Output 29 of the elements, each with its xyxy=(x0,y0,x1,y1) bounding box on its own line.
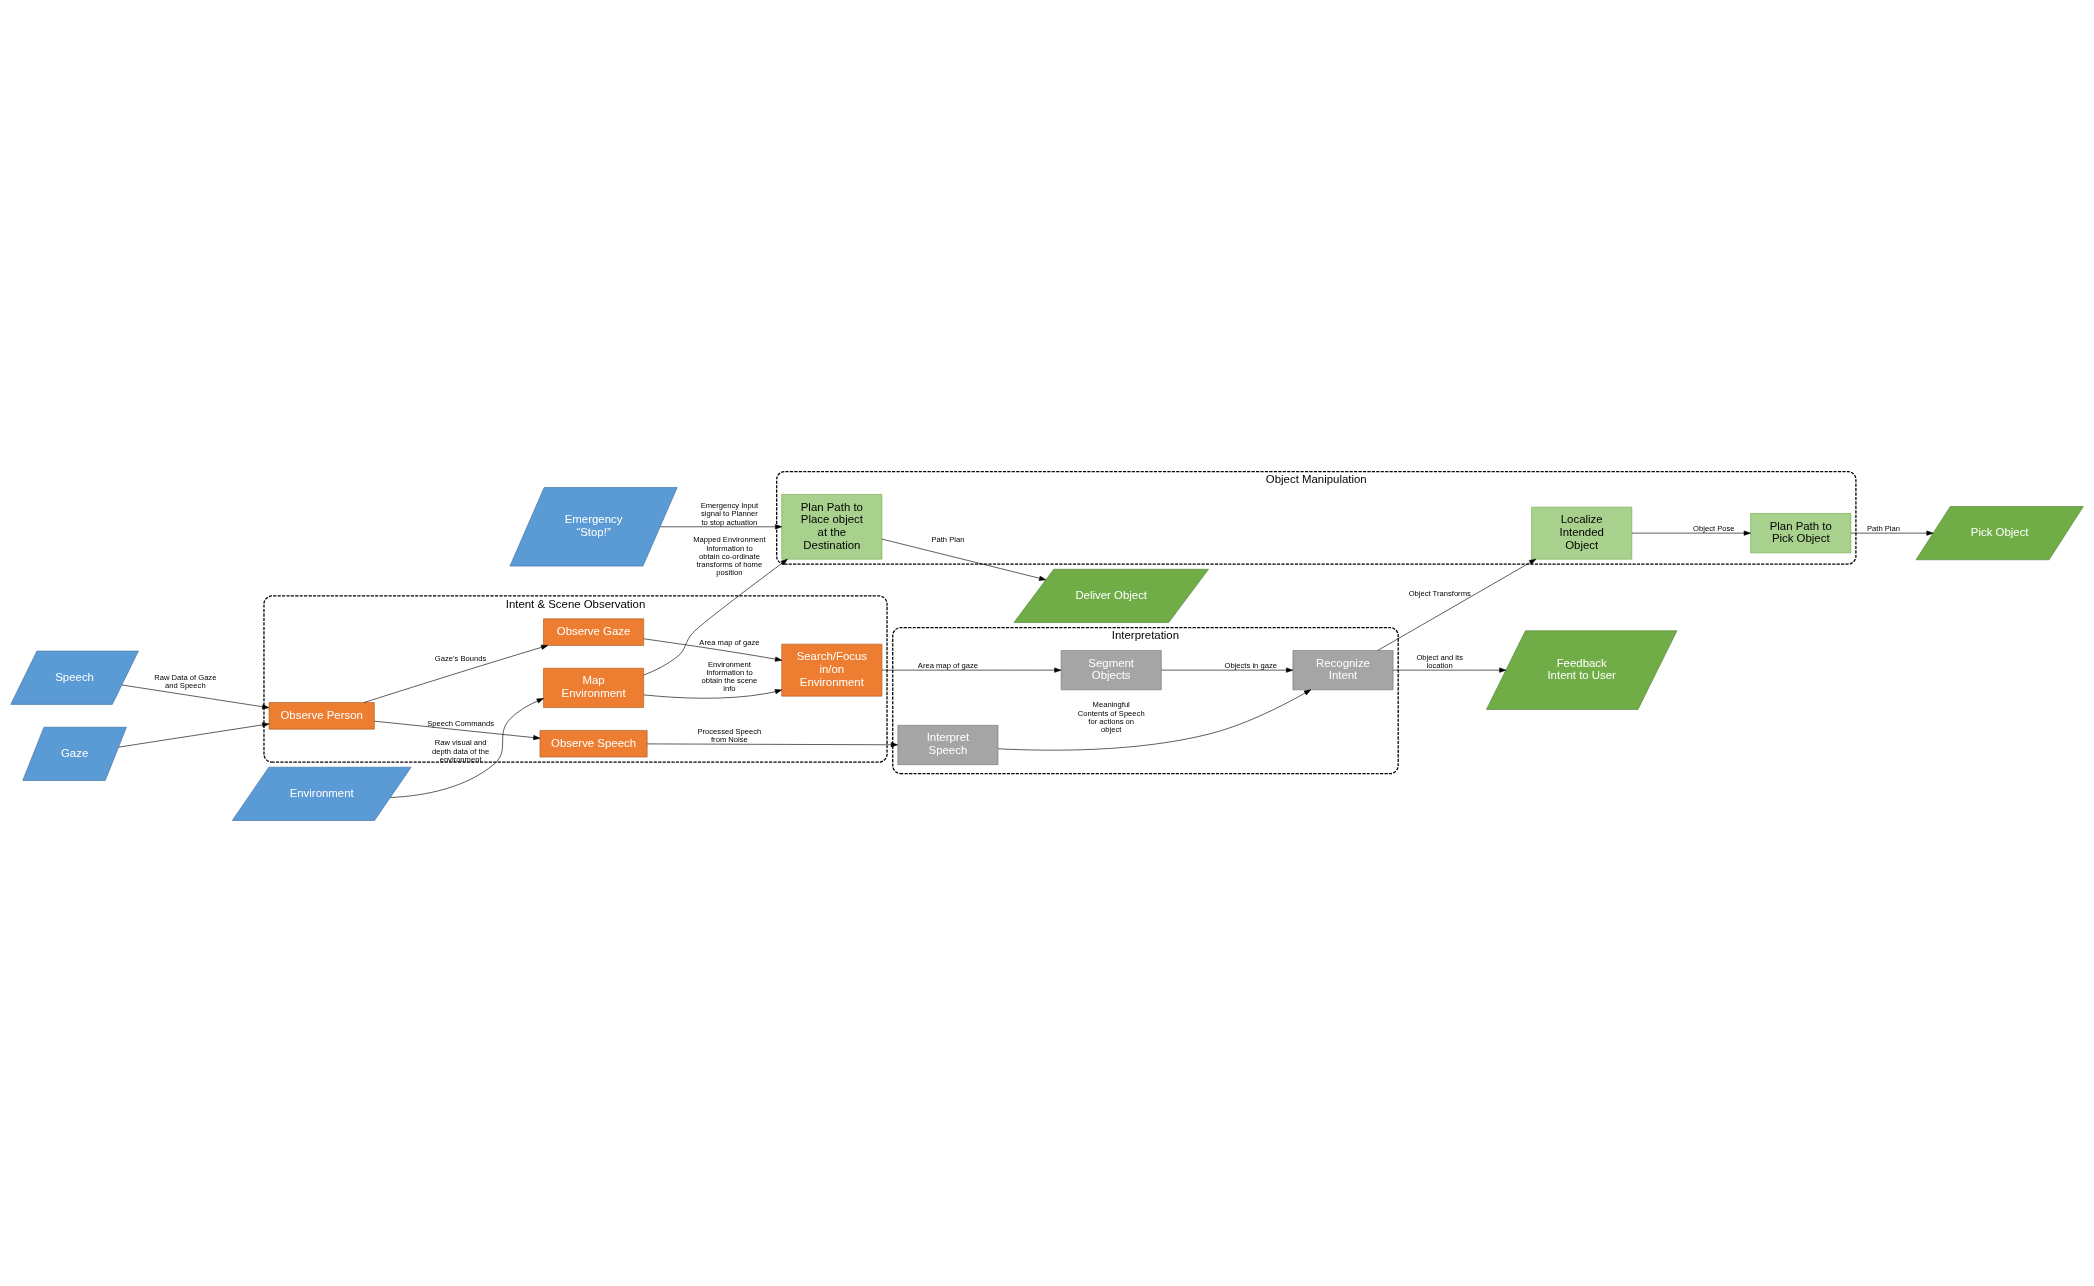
arrow xyxy=(1377,558,1537,651)
node-box: Plan Path to Place object at the Destination xyxy=(781,493,883,559)
arrow xyxy=(118,721,270,747)
arrow xyxy=(1392,667,1507,673)
node-box: Search/Focus in/on Environment xyxy=(781,643,883,696)
arrow xyxy=(646,741,898,747)
node-box: Recognize Intent xyxy=(1292,649,1394,690)
arrow xyxy=(997,689,1312,750)
node-box: Plan Path to Pick Object xyxy=(1750,512,1852,553)
node-box: Observe Gaze xyxy=(543,617,644,646)
arrow xyxy=(643,558,788,675)
arrow xyxy=(643,688,782,699)
arrow xyxy=(881,538,1047,581)
arrow xyxy=(1850,530,1934,536)
arrow xyxy=(121,684,270,709)
arrow xyxy=(1631,530,1751,536)
node-box: Observe Speech xyxy=(539,729,648,757)
arrow xyxy=(390,697,544,798)
arrow xyxy=(1161,667,1294,673)
arrow xyxy=(374,720,541,740)
arrow xyxy=(643,637,782,662)
node-box: Interpret Speech xyxy=(897,724,999,765)
node-box: Observe Person xyxy=(268,701,375,729)
node-box: Map Environment xyxy=(543,667,644,708)
node-box: Localize Intended Object xyxy=(1531,506,1633,559)
arrow xyxy=(881,667,1062,673)
node-box: Segment Objects xyxy=(1060,649,1162,690)
arrow xyxy=(659,523,783,529)
arrow xyxy=(363,644,549,703)
